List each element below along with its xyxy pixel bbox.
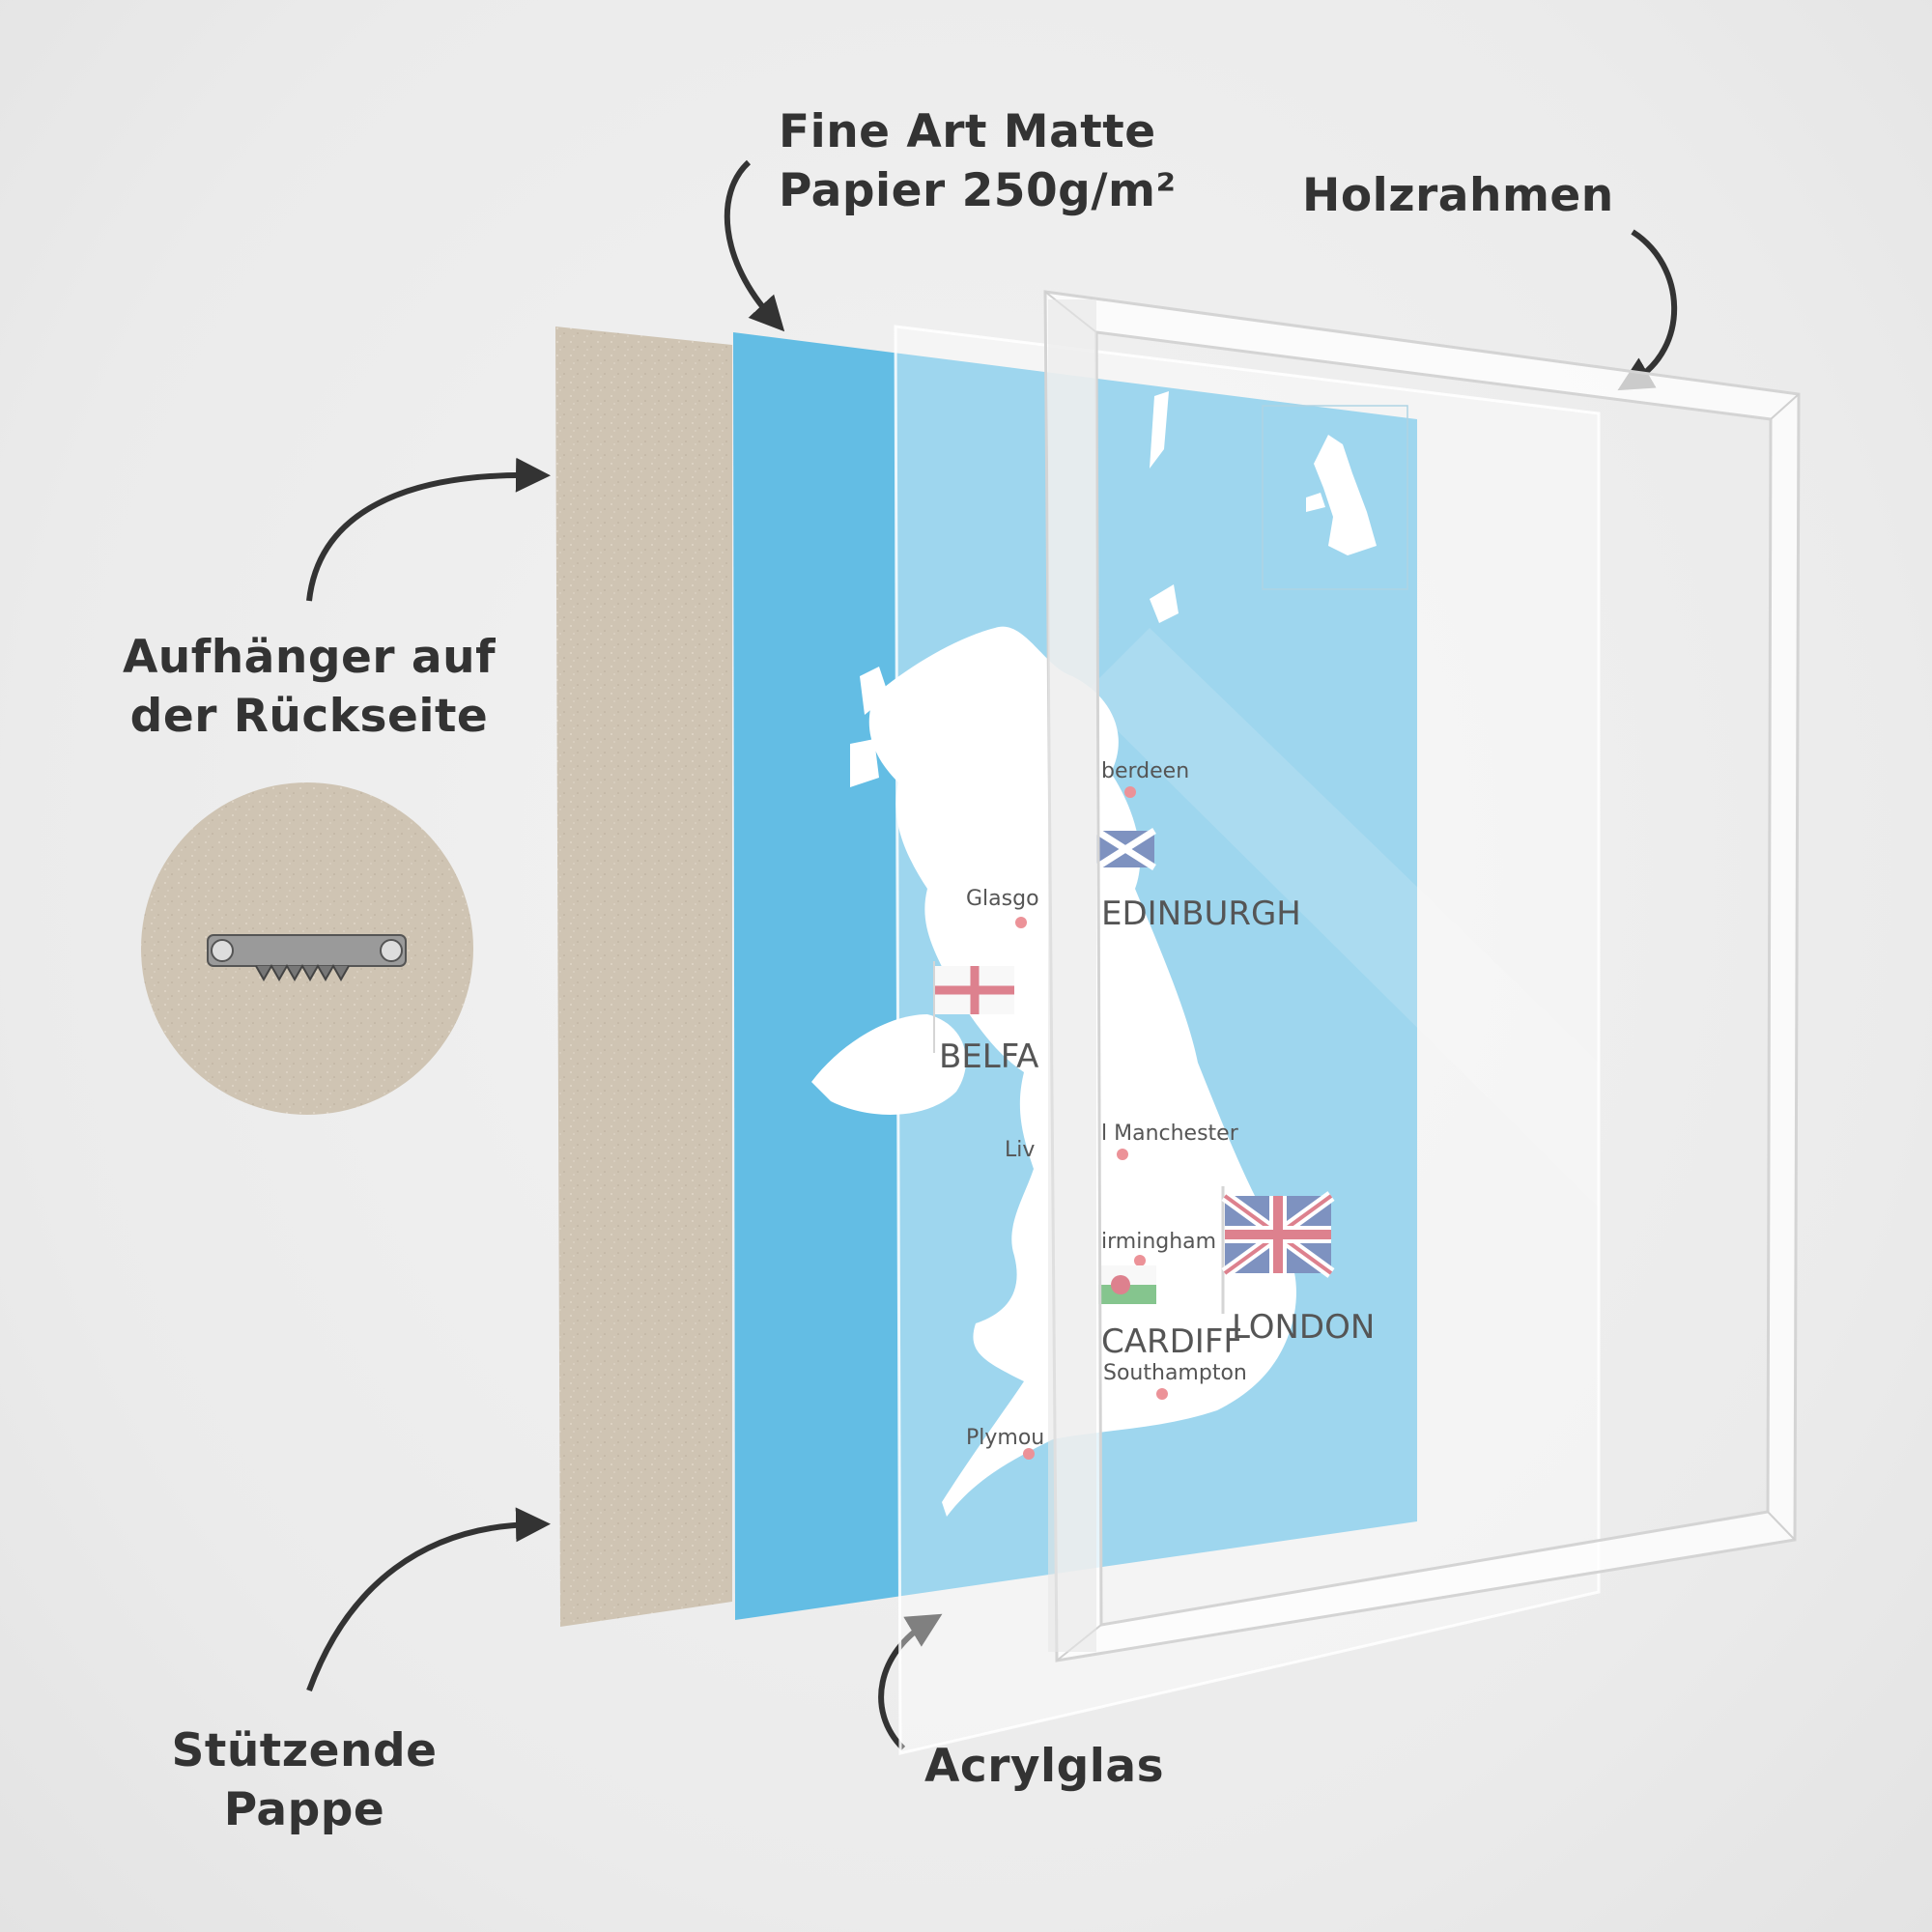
pin-icon (1134, 1255, 1146, 1266)
hanger-arrow (306, 457, 551, 602)
paper-arrow (724, 159, 785, 332)
backing-arrow (306, 1507, 551, 1692)
hanger-detail (141, 782, 473, 1115)
wooden-frame (1043, 290, 1801, 1662)
hanger-label-line2: der Rückseite (129, 690, 489, 743)
inset-map-frame (1262, 405, 1408, 590)
city-southampton: Southampton (1103, 1361, 1247, 1385)
capital-cardiff: CARDIFF (1101, 1322, 1242, 1361)
sawtooth-hanger-icon (207, 934, 407, 982)
wales-flag-icon (1098, 1265, 1156, 1304)
paper-label: Fine Art Matte Papier 250g/m² (779, 102, 1177, 220)
hanger-label-line1: Aufhänger auf (122, 631, 497, 684)
map-labels: berdeen Glasgo Liv l Manchester irmingha… (939, 759, 1375, 1450)
pin-icon (1117, 1149, 1128, 1160)
union-jack-flag-icon (1221, 1186, 1335, 1314)
capital-belfast: BELFA (939, 1037, 1038, 1076)
backing-label: Stützende Pappe (92, 1721, 517, 1839)
city-manchester: l Manchester (1101, 1122, 1239, 1146)
scotland-flag-icon (1094, 828, 1156, 870)
frame-label: Holzrahmen (1302, 169, 1614, 222)
acrylic-arrow (878, 1613, 943, 1751)
inset-uk-icon (1306, 435, 1377, 555)
paper-label-line2: Papier 250g/m² (779, 164, 1177, 217)
capital-london: LONDON (1232, 1308, 1375, 1347)
backing-cardboard (555, 327, 732, 1627)
pin-icon (1015, 917, 1027, 928)
city-aberdeen: berdeen (1101, 759, 1189, 783)
pin-icon (1023, 1448, 1035, 1460)
backing-label-line1: Stützende (171, 1724, 438, 1777)
city-birmingham: irmingham (1101, 1230, 1216, 1254)
city-plymouth: Plymou (966, 1426, 1044, 1450)
paper-label-line1: Fine Art Matte (779, 105, 1156, 158)
map-pins (1015, 786, 1168, 1460)
city-glasgow: Glasgo (966, 887, 1039, 911)
capital-edinburgh: EDINBURGH (1101, 895, 1301, 933)
city-liverpool: Liv (1005, 1138, 1035, 1162)
pin-icon (1124, 786, 1136, 798)
northern-ireland-flag-icon (933, 961, 1014, 1053)
pin-icon (1156, 1388, 1168, 1400)
backing-label-line2: Pappe (223, 1783, 385, 1836)
hanger-label: Aufhänger auf der Rückseite (97, 628, 522, 746)
frame-arrow (1617, 229, 1678, 391)
acrylic-label: Acrylglas (924, 1740, 1165, 1793)
glass-reflection (1082, 628, 1599, 1208)
